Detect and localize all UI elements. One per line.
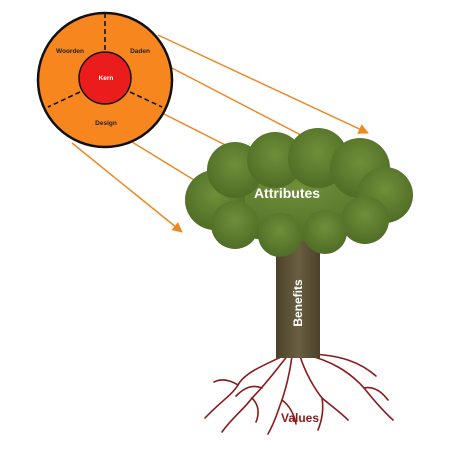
core-circle — [78, 51, 132, 105]
brand-circle: Kern Woorden Daden Design — [36, 11, 174, 149]
core-label: Kern — [99, 75, 114, 82]
arrow-1 — [157, 34, 369, 134]
segment-dividers — [47, 13, 163, 108]
arrows — [71, 34, 369, 233]
arrow-5 — [71, 142, 183, 233]
arrow-2 — [167, 65, 323, 147]
crown-label: Attributes — [254, 185, 320, 201]
segment-label-woorden: Woorden — [56, 48, 84, 55]
segment-label-daden: Daden — [130, 48, 150, 55]
segment-label-design: Design — [95, 120, 117, 127]
roots-label: Values — [281, 411, 319, 425]
tree-crown — [185, 128, 413, 257]
trunk-label: Benefits — [291, 279, 305, 327]
